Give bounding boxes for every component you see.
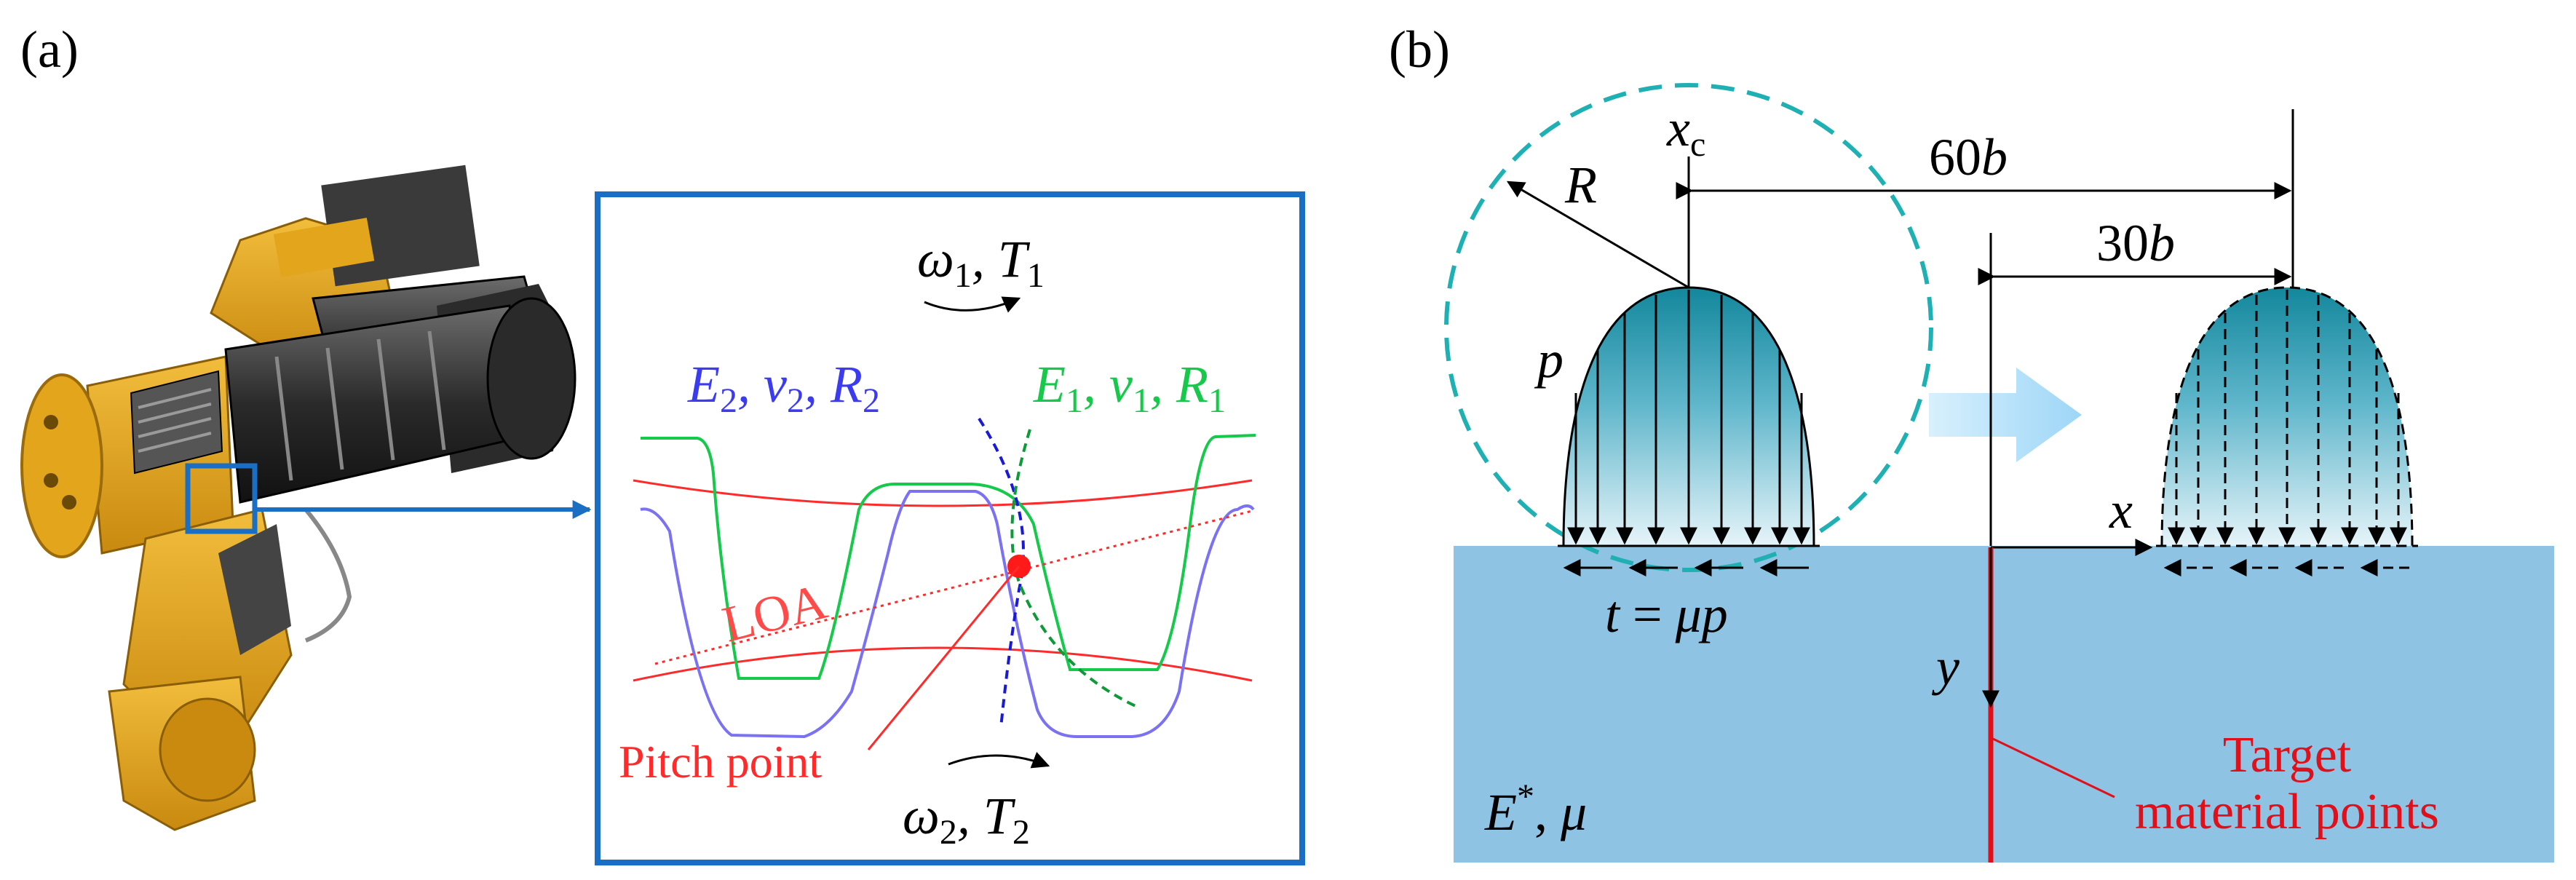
curvature-circle — [1444, 83, 1933, 572]
zoom-source-box — [185, 463, 258, 534]
material-label: E*, μ — [1484, 777, 1587, 841]
target-label-line-1: Target — [2223, 727, 2352, 783]
gear-2-curvature-arc — [978, 417, 1025, 729]
pitch-point-label: Pitch point — [619, 736, 822, 788]
omega1-t1-label: ω1, T1 — [917, 230, 1045, 295]
line-of-action — [654, 510, 1253, 665]
pitch-point-leader — [867, 566, 1021, 750]
target-label-line-2: material points — [2135, 784, 2439, 840]
p-label: p — [1534, 330, 1564, 389]
y-axis-label: y — [1931, 638, 1959, 696]
gear-2-profile — [640, 490, 1255, 739]
r-label: R — [1564, 156, 1597, 214]
pressure-arrows-right — [2168, 290, 2407, 545]
dimension-60b-label: 60b — [1929, 128, 2008, 186]
gear-2-params-label: E2, ν2, R2 — [687, 355, 880, 420]
panel-a: (a) — [20, 20, 1305, 865]
movement-arrow — [1929, 368, 2082, 462]
gearbox-image — [20, 164, 576, 831]
rotation-arrow-bottom — [948, 752, 1050, 769]
panel-a-label: (a) — [20, 20, 79, 79]
rotation-arrow-top — [924, 296, 1021, 313]
pitch-circle-upper — [633, 479, 1253, 507]
panel-b: (b) — [1389, 20, 2554, 863]
panel-b-label: (b) — [1389, 20, 1450, 79]
gear-1-params-label: E1, ν1, R1 — [1033, 355, 1226, 420]
gear-1-profile — [641, 434, 1256, 680]
pressure-arrows-left — [1567, 290, 1810, 545]
half-space — [1454, 546, 2554, 863]
omega2-t2-label: ω2, T2 — [903, 787, 1030, 852]
xc-label: xc — [1666, 99, 1705, 164]
dimension-30b-label: 30b — [2096, 214, 2175, 272]
radius-line — [1506, 181, 1689, 289]
traction-label: t = μp — [1605, 585, 1728, 643]
gear-1-curvature-arc — [1010, 429, 1136, 707]
x-axis-label: x — [2109, 481, 2133, 539]
target-leader — [1992, 737, 2115, 798]
